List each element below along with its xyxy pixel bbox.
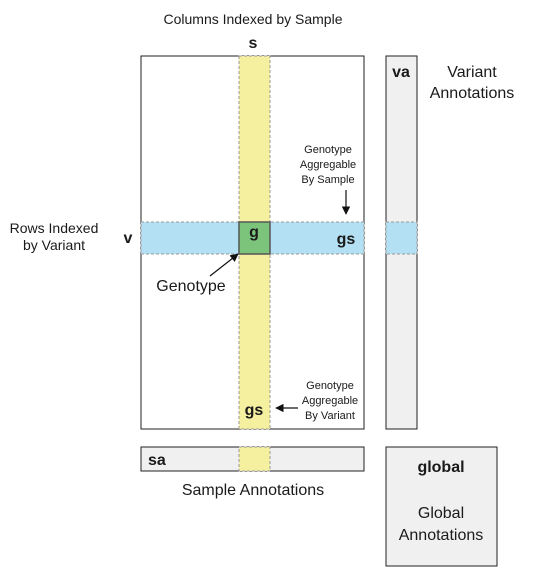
genotype-arrow [209, 253, 239, 277]
genotype-label: Genotype [156, 278, 225, 295]
agg-sample-line2: Aggregable [300, 159, 356, 171]
agg-variant-line2: Aggregable [302, 395, 358, 407]
genotype-cell [238, 221, 271, 255]
variant-annotations-highlight [385, 221, 418, 255]
global-annotations-box [385, 446, 498, 567]
global-annotations-line2: Annotations [399, 527, 484, 544]
columns-label: Columns Indexed by Sample [164, 11, 343, 27]
variant-annotations-line2: Annotations [430, 85, 515, 102]
va-key: va [392, 64, 410, 81]
agg-sample-line3: By Sample [301, 174, 354, 186]
global-key: global [417, 459, 464, 476]
sample-annotations-label: Sample Annotations [182, 482, 324, 499]
global-annotations-line1: Global [418, 505, 464, 522]
row-key: v [124, 230, 133, 247]
agg-sample-line1: Genotype [304, 144, 352, 156]
sample-annotations-highlight [238, 446, 271, 472]
column-key: s [249, 35, 258, 52]
gs-right: gs [337, 231, 356, 248]
gs-bottom: gs [245, 402, 264, 419]
agg-variant-line3: By Variant [305, 410, 355, 422]
agg-variant-line1: Genotype [306, 380, 354, 392]
sa-key: sa [148, 452, 166, 469]
variant-annotations-line1: Variant [447, 64, 497, 81]
rows-label-line2: by Variant [23, 237, 85, 253]
rows-label-line1: Rows Indexed [10, 220, 99, 236]
genotype-cell-label: g [249, 224, 259, 241]
